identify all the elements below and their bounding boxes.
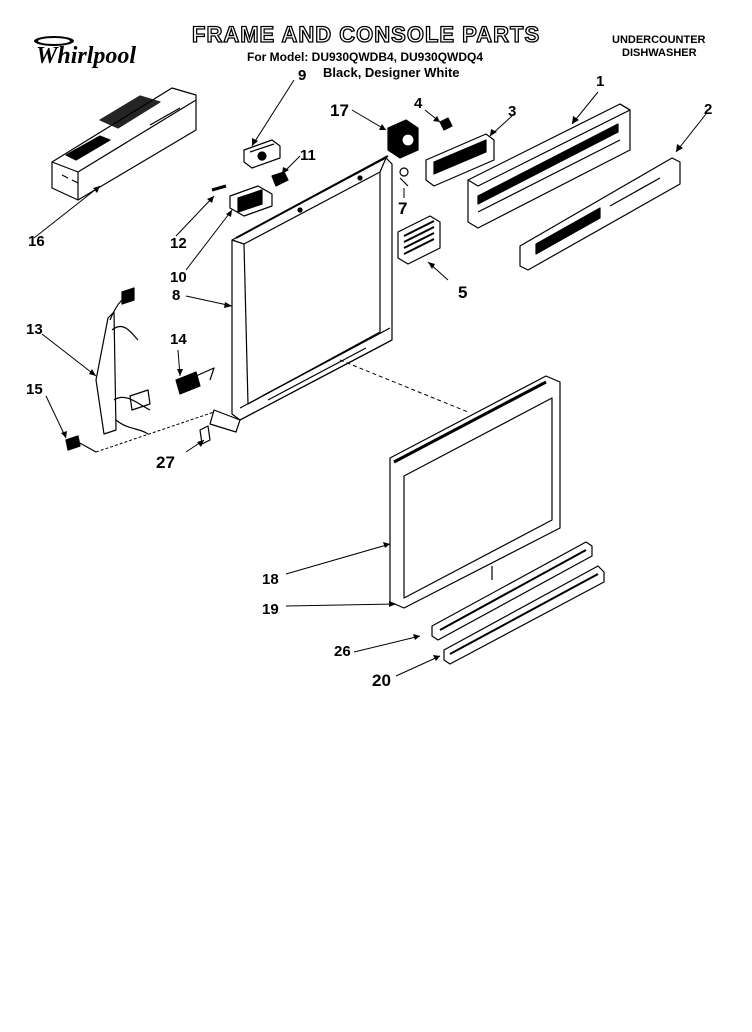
part-11-clip xyxy=(271,171,289,187)
whirlpool-logo: Whirlpool xyxy=(24,33,154,73)
part-3-control-module xyxy=(425,133,495,187)
model-numbers: For Model: DU930QWDB4, DU930QWDQ4 xyxy=(247,50,484,64)
callout-18: 18 xyxy=(262,571,279,588)
part-18-door-panel xyxy=(389,375,561,609)
part-15-screw xyxy=(65,435,97,453)
callout-12: 12 xyxy=(170,235,187,252)
callout-numbers: 1 2 3 4 5 7 8 9 10 11 12 13 14 15 16 17 … xyxy=(26,67,712,690)
callout-27: 27 xyxy=(156,453,175,472)
leader-lines xyxy=(33,79,707,677)
appliance-type-line1: UNDERCOUNTER xyxy=(612,34,706,46)
part-13-wire-harness xyxy=(95,287,151,435)
part-7-screw xyxy=(399,167,409,187)
arrowheads xyxy=(61,116,683,661)
callout-20: 20 xyxy=(372,671,391,690)
callout-19: 19 xyxy=(262,601,279,618)
callout-7: 7 xyxy=(398,199,407,218)
callout-17: 17 xyxy=(330,101,349,120)
part-20-bottom-trim xyxy=(443,565,605,665)
color-variants: Black, Designer White xyxy=(323,65,460,80)
part-4-button xyxy=(439,117,453,131)
brand-name: Whirlpool xyxy=(36,43,137,69)
callout-2: 2 xyxy=(704,101,712,118)
callout-16: 16 xyxy=(28,233,45,250)
part-14-switch xyxy=(175,367,215,395)
appliance-type-line2: DISHWASHER xyxy=(622,47,697,59)
callout-5: 5 xyxy=(458,283,467,302)
part-2-control-strip xyxy=(519,157,681,271)
part-1-console-panel xyxy=(467,103,631,229)
callout-11: 11 xyxy=(300,147,316,164)
logo-badge xyxy=(34,36,74,46)
part-26-trim-strip xyxy=(431,541,593,641)
callout-15: 15 xyxy=(26,381,43,398)
part-8-door-frame xyxy=(209,155,393,433)
part-12-strip xyxy=(211,184,227,192)
part-17-knob xyxy=(387,119,419,159)
part-27-clip xyxy=(199,425,211,445)
callout-9: 9 xyxy=(298,67,306,84)
callout-14: 14 xyxy=(170,331,187,348)
part-10-latch xyxy=(229,185,273,217)
callout-10: 10 xyxy=(170,269,187,286)
callout-3: 3 xyxy=(508,103,516,120)
part-9-bracket xyxy=(243,139,281,169)
callout-8: 8 xyxy=(172,287,180,304)
callout-13: 13 xyxy=(26,321,43,338)
callout-1: 1 xyxy=(596,73,604,90)
part-5-grille xyxy=(397,215,441,265)
page-title: FRAME AND CONSOLE PARTS xyxy=(191,21,541,47)
part-16-vent-cover xyxy=(51,87,197,201)
callout-4: 4 xyxy=(414,95,423,112)
callout-26: 26 xyxy=(334,643,351,660)
